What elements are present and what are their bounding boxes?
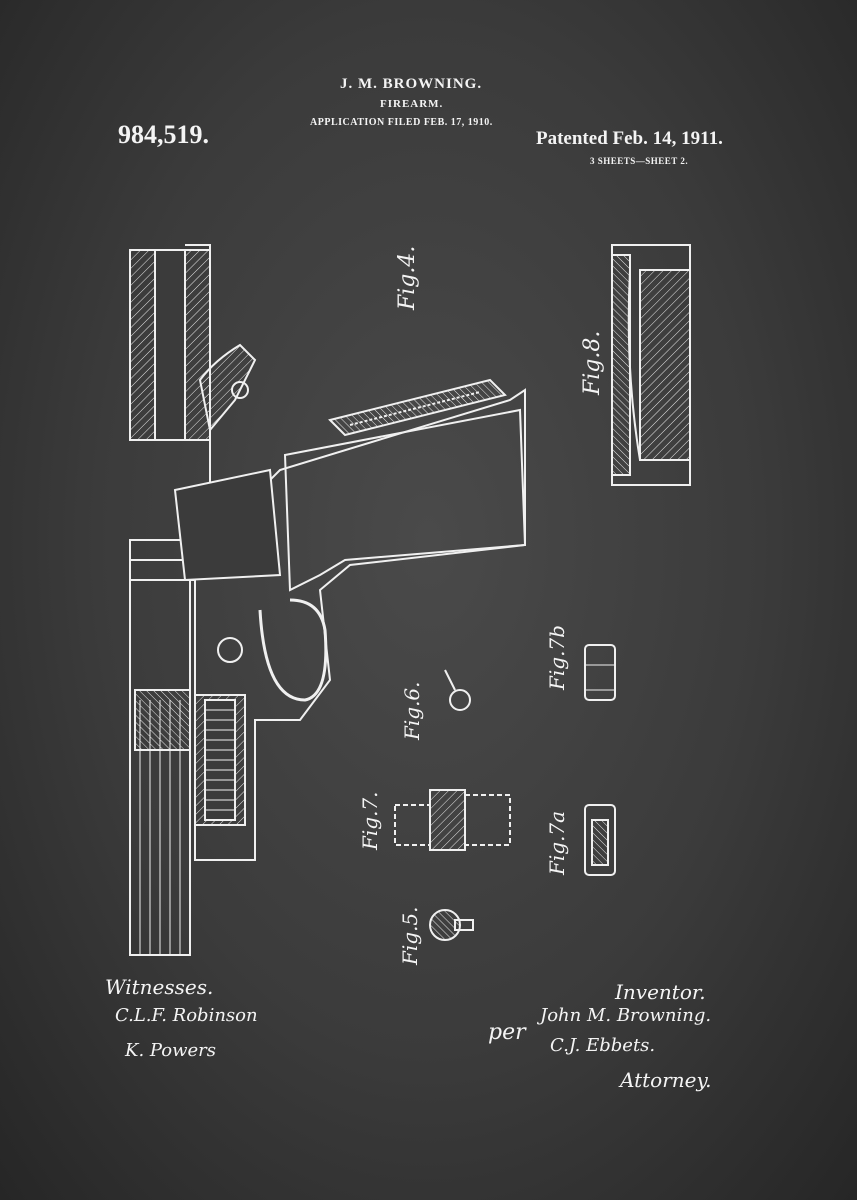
- sheets-line: 3 SHEETS—SHEET 2.: [590, 156, 689, 166]
- application-line: APPLICATION FILED FEB. 17, 1910.: [310, 117, 493, 128]
- patent-number: 984,519.: [118, 120, 209, 149]
- fig-7-label: Fig.7.: [358, 791, 382, 850]
- witnesses-label: Witnesses.: [105, 975, 214, 999]
- fig-5-label: Fig.5.: [398, 906, 422, 965]
- attorney-label: Attorney.: [620, 1068, 712, 1092]
- witness-1-signature: C.L.F. Robinson: [115, 1005, 258, 1026]
- fig-6-label: Fig.6.: [400, 681, 424, 740]
- fig-7b-drawing: [584, 644, 616, 701]
- fig-8-label: Fig.8.: [580, 330, 605, 395]
- patented-date: Patented Feb. 14, 1911.: [536, 128, 723, 149]
- title-header: FIREARM.: [380, 98, 444, 110]
- fig-8-drawing: [611, 244, 691, 486]
- fig-1-pistol-section: [129, 244, 527, 956]
- fig-7a-drawing: [584, 804, 616, 876]
- fig-7b-label: Fig.7b: [545, 625, 569, 690]
- inventor-label: Inventor.: [615, 980, 706, 1004]
- inventor-header: J. M. BROWNING.: [340, 76, 483, 92]
- fig-5-6-7-drawings: [394, 669, 511, 941]
- per-label: per: [488, 1020, 526, 1045]
- fig-7a-label: Fig.7a: [545, 810, 569, 875]
- inventor-signature: John M. Browning.: [540, 1005, 712, 1026]
- witness-2-signature: K. Powers: [125, 1040, 217, 1061]
- attorney-signature: C.J. Ebbets.: [550, 1035, 656, 1056]
- fig-4-label: Fig.4.: [395, 245, 420, 310]
